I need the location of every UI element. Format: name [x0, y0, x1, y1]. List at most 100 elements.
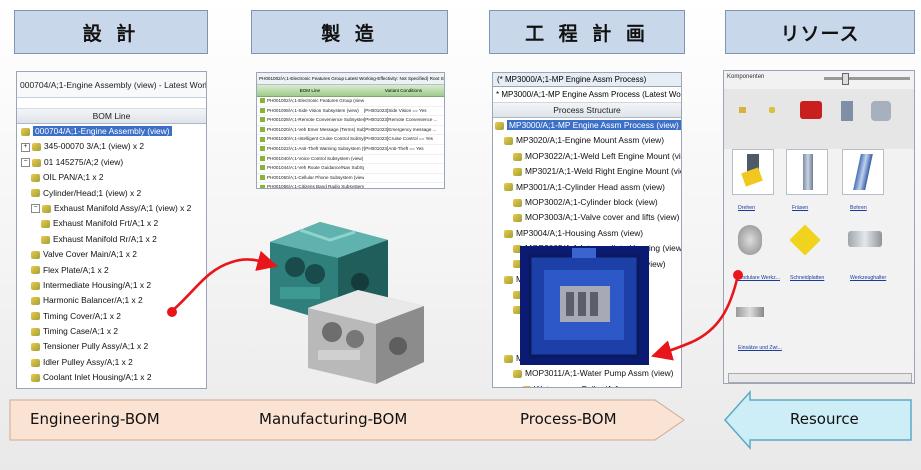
pbom-tab[interactable]: (* MP3000/A;1-MP Engine Assm Process): [493, 73, 681, 87]
werkzeughalter-icon[interactable]: [848, 231, 882, 247]
mbom-row[interactable]: PH001040/A;1-Voice Control Subsystem (vi…: [257, 155, 444, 165]
mbom-row-label: PH001020/A;1-Veh Emer Message (Terms) Su…: [267, 126, 364, 132]
item-revision-icon: [31, 173, 40, 182]
tree-row[interactable]: OIL PAN/A;1 x 2: [17, 170, 206, 185]
tree-row[interactable]: Tensioner Pully Assy/A;1 x 2: [17, 339, 206, 354]
ebom-tree: 000704/A;1-Engine Assembly (view)+345-00…: [17, 124, 206, 389]
tree-row[interactable]: Timing Case/A;1 x 2: [17, 324, 206, 339]
mbom-row-condition: [PH001023]Remote Convenience ...: [364, 117, 438, 123]
label-drehen[interactable]: Drehen: [738, 205, 756, 211]
mbom-row[interactable]: PH001050/A;1-Cellular Phone Subsystem (v…: [257, 174, 444, 184]
label-schneidplatten[interactable]: Schneidplatten: [790, 275, 825, 281]
mbom-item-icon: [260, 146, 265, 152]
tree-row[interactable]: Water pump Pulley/A;1: [493, 382, 681, 387]
mbom-row[interactable]: PH001008/A;1-Side Vision Subsystem (view…: [257, 107, 444, 117]
item-revision-icon: [31, 312, 40, 321]
tree-row-label: MOP3002/A;1-Cylinder block (view): [525, 196, 658, 207]
tree-row[interactable]: MP3020/A;1-Engine Mount Assm (view): [493, 133, 681, 148]
mbom-item-icon: [260, 107, 265, 113]
tree-row-label: Timing Cover/A;1 x 2: [43, 310, 121, 321]
einsaetze-icon[interactable]: [736, 307, 764, 317]
tree-row[interactable]: MOP3022/A;1-Weld Left Engine Mount (view…: [493, 149, 681, 164]
mbom-row[interactable]: PH001044/A;1-Veh Route Guidance/Nav SubS…: [257, 164, 444, 174]
tree-row-label: Intermediate Housing/A;1 x 2: [43, 279, 152, 290]
modulare-werkzeuge-icon[interactable]: [738, 225, 762, 255]
holder-icon[interactable]: [841, 101, 853, 121]
tree-row-label: Valve Cover Main/A;1 x 2: [43, 249, 137, 260]
mbom-col-variant: Variant Conditions: [384, 88, 422, 93]
mbom-item-icon: [260, 184, 265, 188]
tree-row[interactable]: M: [493, 351, 681, 366]
label-bohren[interactable]: Bohren: [850, 205, 867, 211]
tree-row[interactable]: MP3000/A;1-MP Engine Assm Process (view): [493, 118, 681, 133]
label-werkzeughalter[interactable]: Werkzeughalter: [850, 275, 887, 281]
tree-row[interactable]: Valve Cover Main/A;1 x 2: [17, 247, 206, 262]
tree-row[interactable]: +345-00070 3/A;1 (view) x 2: [17, 139, 206, 154]
small-tool-icon[interactable]: [739, 107, 746, 113]
mbom-row[interactable]: PH001028/A;1-Remote Convenience Subsyste…: [257, 116, 444, 126]
pbom-column-header: Process Structure: [493, 103, 681, 118]
tree-row-label: MP3001/A;1-Cylinder Head assm (view): [516, 181, 665, 192]
item-revision-icon: [513, 214, 522, 223]
item-revision-icon: [31, 250, 40, 259]
mbom-row[interactable]: PH001002/A;1-Electronic Features Group (…: [257, 97, 444, 107]
tree-row-label: MP3004/A;1-Housing Assm (view): [516, 227, 644, 238]
toolbox-icon[interactable]: [800, 101, 822, 119]
tree-row[interactable]: Timing Cover/A;1 x 2: [17, 309, 206, 324]
resource-slider[interactable]: [824, 77, 910, 80]
tree-row[interactable]: −Exhaust Manifold Assy/A;1 (view) x 2: [17, 201, 206, 216]
expand-toggle-icon[interactable]: +: [21, 142, 30, 152]
tree-row[interactable]: Coolant Inlet Housing/A;1 x 2: [17, 370, 206, 385]
resource-slider-thumb[interactable]: [842, 73, 849, 85]
tree-row[interactable]: Exhaust Manifold Rr/A;1 x 2: [17, 232, 206, 247]
mbom-row[interactable]: PH001030/A;1-Intelligent Cruise Control …: [257, 135, 444, 145]
tree-row[interactable]: MP3001/A;1-Cylinder Head assm (view): [493, 180, 681, 195]
resource-scrollbar[interactable]: [728, 373, 912, 383]
tree-row-label: MOP3003/A;1-Valve cover and lifts (view): [525, 212, 680, 223]
tree-row[interactable]: Exhaust Manifold Frt/A;1 x 2: [17, 216, 206, 231]
expand-toggle-icon[interactable]: −: [21, 158, 30, 168]
mbom-row-label: PH001050/A;1-Cellular Phone Subsystem (v…: [267, 174, 364, 180]
label-engineering-bom: Engineering-BOM: [30, 410, 160, 428]
mbom-row-label: PH001022/A;1-Anti-Theft Warning Subsyste…: [267, 145, 364, 151]
tree-row[interactable]: MP3021/A;1-Weld Right Engine Mount (view…: [493, 164, 681, 179]
tree-row[interactable]: Harmonic Balancer/A;1 x 2: [17, 293, 206, 308]
mbom-row-label: PH001056/A;1-Citizens Band Radio Subsyst…: [267, 184, 364, 189]
tree-row[interactable]: +PCM Assy/A;1 (view) x 2: [17, 386, 206, 389]
label-fraesen[interactable]: Fräsen: [792, 205, 809, 211]
ebom-link-dot: [167, 307, 177, 317]
tree-row[interactable]: MOP3003/A;1-Valve cover and lifts (view): [493, 210, 681, 225]
tree-row[interactable]: Intermediate Housing/A;1 x 2: [17, 278, 206, 293]
tree-row-label: MP3021/A;1-Weld Right Engine Mount (view…: [525, 166, 682, 177]
tree-row[interactable]: MP3004/A;1-Housing Assm (view): [493, 226, 681, 241]
mbom-rows: PH001002/A;1-Electronic Features Group (…: [257, 97, 444, 189]
tree-row[interactable]: 000704/A;1-Engine Assembly (view): [17, 124, 206, 139]
mbom-row[interactable]: PH001020/A;1-Veh Emer Message (Terms) Su…: [257, 126, 444, 136]
tile-fraesen[interactable]: [786, 149, 828, 195]
mbom-row[interactable]: PH001056/A;1-Citizens Band Radio Subsyst…: [257, 183, 444, 189]
tree-row-label: Harmonic Balancer/A;1 x 2: [43, 295, 143, 306]
mbom-row[interactable]: PH001022/A;1-Anti-Theft Warning Subsyste…: [257, 145, 444, 155]
tree-row[interactable]: Idler Pulley Assy/A;1 x 2: [17, 355, 206, 370]
mbom-item-icon: [260, 98, 265, 104]
insert-small-icon[interactable]: [769, 107, 775, 113]
mbom-item-icon: [260, 136, 265, 142]
tile-bohren[interactable]: [842, 149, 884, 195]
label-process-bom: Process-BOM: [520, 410, 617, 428]
item-revision-icon: [513, 244, 522, 253]
tile-drehen[interactable]: [732, 149, 774, 195]
expand-toggle-icon[interactable]: −: [31, 204, 40, 214]
tree-row[interactable]: Flex Plate/A;1 x 2: [17, 263, 206, 278]
header-process-planning: 工 程 計 画: [489, 10, 685, 54]
tree-row[interactable]: Cylinder/Head;1 (view) x 2: [17, 186, 206, 201]
label-modulare[interactable]: Modulare Werkz...: [738, 275, 780, 281]
tree-row[interactable]: MOP3011/A;1-Water Pump Assm (view): [493, 366, 681, 381]
item-revision-icon: [31, 343, 40, 352]
tree-row[interactable]: MOP3002/A;1-Cylinder block (view): [493, 195, 681, 210]
tree-row-label: OIL PAN/A;1 x 2: [43, 172, 104, 183]
tree-row[interactable]: −01 145275/A;2 (view): [17, 155, 206, 170]
label-einsaetze[interactable]: Einsätze und Zwi...: [738, 345, 782, 351]
drill-holder-icon[interactable]: [871, 101, 891, 121]
mbom-row-label: PH001044/A;1-Veh Route Guidance/Nav SubS…: [267, 165, 364, 171]
